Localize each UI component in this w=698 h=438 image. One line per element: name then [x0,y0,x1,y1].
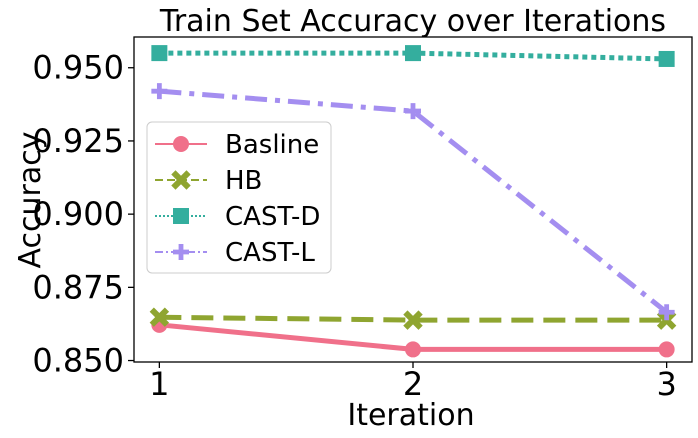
legend-label: HB [225,166,262,196]
plot-area: 0.850 0.875 0.900 0.925 0.950 1 2 3 [32,36,693,403]
legend-item: CAST-D [155,202,320,232]
series-cast-d [151,45,675,67]
legend-marker [173,136,189,152]
data-point [405,45,421,62]
data-point [403,310,423,330]
y-axis-label: Accuracy [13,132,48,269]
legend-frame [146,121,332,274]
data-point [405,341,421,358]
data-point [151,83,168,100]
legend-marker [173,208,189,224]
legend-label: CAST-D [225,202,320,232]
y-tick-label: 0.875 [32,268,124,306]
data-point [658,50,675,67]
data-point [151,45,168,62]
data-point [405,103,421,120]
legend-label: CAST-L [225,238,315,268]
x-tick-label: 3 [656,365,676,403]
y-tick-label: 0.900 [32,195,124,233]
data-point [149,307,170,327]
x-tick-label: 1 [149,365,169,403]
y-tick-label: 0.950 [32,49,124,87]
series-cast-l [151,83,675,321]
legend-marker [171,170,191,190]
legend-label: Basline [225,130,319,160]
x-tick-label: 2 [403,365,423,403]
data-point [658,341,675,358]
legend-item: CAST-L [155,238,315,268]
legend-item: HB [155,166,262,196]
legend-marker [173,244,189,260]
y-tick-label: 0.850 [32,342,124,380]
y-tick-label: 0.925 [32,122,124,160]
x-axis-label: Iteration [347,398,474,433]
series-line [159,314,667,323]
series-hb [149,307,677,330]
chart-title: Train Set Accuracy over Iterations [159,4,666,39]
legend-item: Basline [155,130,319,160]
data-point [658,304,675,321]
